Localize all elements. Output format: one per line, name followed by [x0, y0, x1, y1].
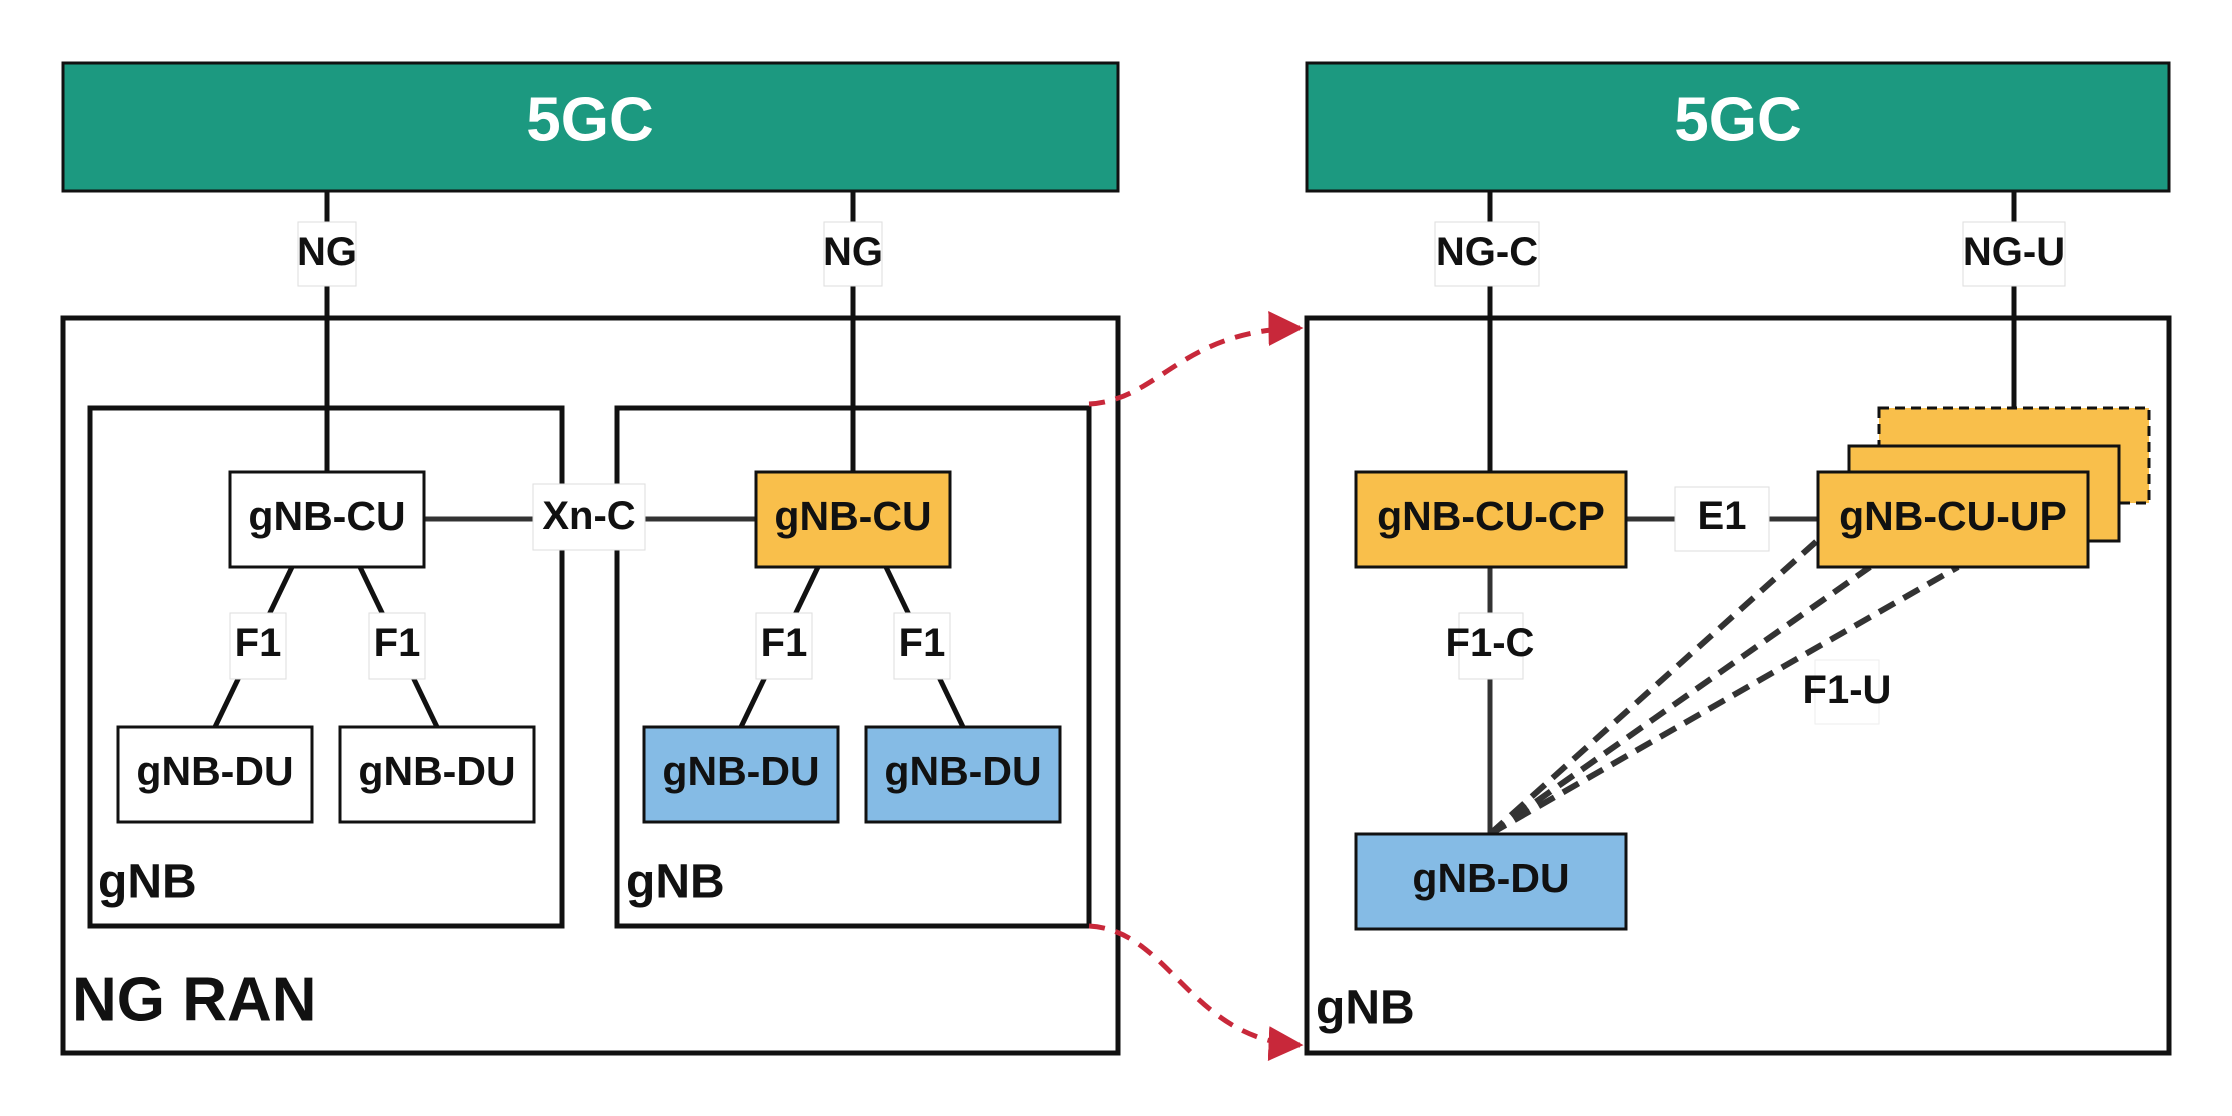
- xn-c-label-bg: [532, 483, 646, 551]
- gnb1-cu-label: gNB-CU: [248, 493, 405, 539]
- gnb1-du2-label: gNB-DU: [358, 748, 515, 794]
- left-5gc-box: [61, 61, 1120, 193]
- gnb1-f1-right-label-bg: [368, 612, 426, 680]
- xn-c-label: Xn-C: [542, 494, 635, 538]
- gnb2-du2-box: [864, 725, 1062, 824]
- gnb1-du2-box: [338, 725, 536, 824]
- gnb2-label: gNB: [626, 856, 725, 909]
- e1-label: E1: [1698, 494, 1747, 538]
- right-du-label: gNB-DU: [1412, 855, 1569, 901]
- gnb1-cu-box: [228, 470, 426, 569]
- gnb1-f1-left-label: F1: [235, 621, 282, 665]
- e1-label-bg: [1674, 486, 1770, 552]
- zoom-arrows: [1088, 311, 1304, 1062]
- left-panel: 5GC NG RAN gNB gNB NG NG Xn-C F1 F1: [60, 61, 1121, 1056]
- f1-c-label-bg: [1458, 612, 1524, 680]
- gnb2-du1-label: gNB-DU: [662, 748, 819, 794]
- right-gnb-box: [1304, 315, 2172, 1056]
- gnb2-du2-label: gNB-DU: [884, 748, 1041, 794]
- cu-cp-label: gNB-CU-CP: [1377, 493, 1605, 539]
- ng-ran-box: [60, 315, 1121, 1056]
- gnb1-du1-label: gNB-DU: [136, 748, 293, 794]
- gnb2-du1-box: [642, 725, 840, 824]
- left-5gc-label: 5GC: [526, 86, 653, 155]
- gnb1-du1-box: [116, 725, 314, 824]
- ng-c-label: NG-C: [1436, 230, 1538, 274]
- right-panel: 5GC gNB NG-C NG-U E1 F1-C F1-U gNB-CU-CP: [1304, 61, 2172, 1056]
- gnb2-cu-box: [754, 470, 952, 569]
- gnb2-f1-left-label-bg: [755, 612, 813, 680]
- gnb1-ng-label: NG: [297, 230, 357, 274]
- gnb2-f1-right-label: F1: [899, 621, 946, 665]
- right-gnb-label: gNB: [1316, 982, 1415, 1035]
- ng-u-label-bg: [1962, 221, 2066, 287]
- ng-u-label: NG-U: [1963, 230, 2065, 274]
- cu-cp-box: [1354, 470, 1628, 569]
- gnb1-label: gNB: [98, 856, 197, 909]
- gnb1-f1-left-label-bg: [229, 612, 287, 680]
- cu-up-box: [1816, 470, 2090, 569]
- right-5gc-box: [1305, 61, 2171, 193]
- right-5gc-label: 5GC: [1674, 86, 1801, 155]
- zoom-arrow-top: [1088, 311, 1304, 407]
- gnb2-cu-label: gNB-CU: [774, 493, 931, 539]
- f1-u-link-1: [1487, 537, 1821, 837]
- f1-u-label-bg: [1814, 659, 1880, 725]
- ng-ran-label: NG RAN: [72, 966, 317, 1035]
- gnb2-ng-label: NG: [823, 230, 883, 274]
- gnb2-ng-label-bg: [823, 221, 883, 287]
- right-du-box: [1354, 832, 1628, 931]
- f1-u-label: F1-U: [1803, 668, 1892, 712]
- f1-c-label: F1-C: [1446, 621, 1535, 665]
- gnb1-f1-right-label: F1: [374, 621, 421, 665]
- gnb1-ng-label-bg: [297, 221, 357, 287]
- zoom-arrow-bottom: [1088, 923, 1304, 1062]
- f1-u-link-3: [1488, 564, 1960, 837]
- cu-up-label: gNB-CU-UP: [1839, 493, 2067, 539]
- gnb2-f1-right-label-bg: [893, 612, 951, 680]
- f1-u-link-2: [1488, 564, 1872, 837]
- ng-c-label-bg: [1434, 221, 1540, 287]
- gnb2-f1-left-label: F1: [761, 621, 808, 665]
